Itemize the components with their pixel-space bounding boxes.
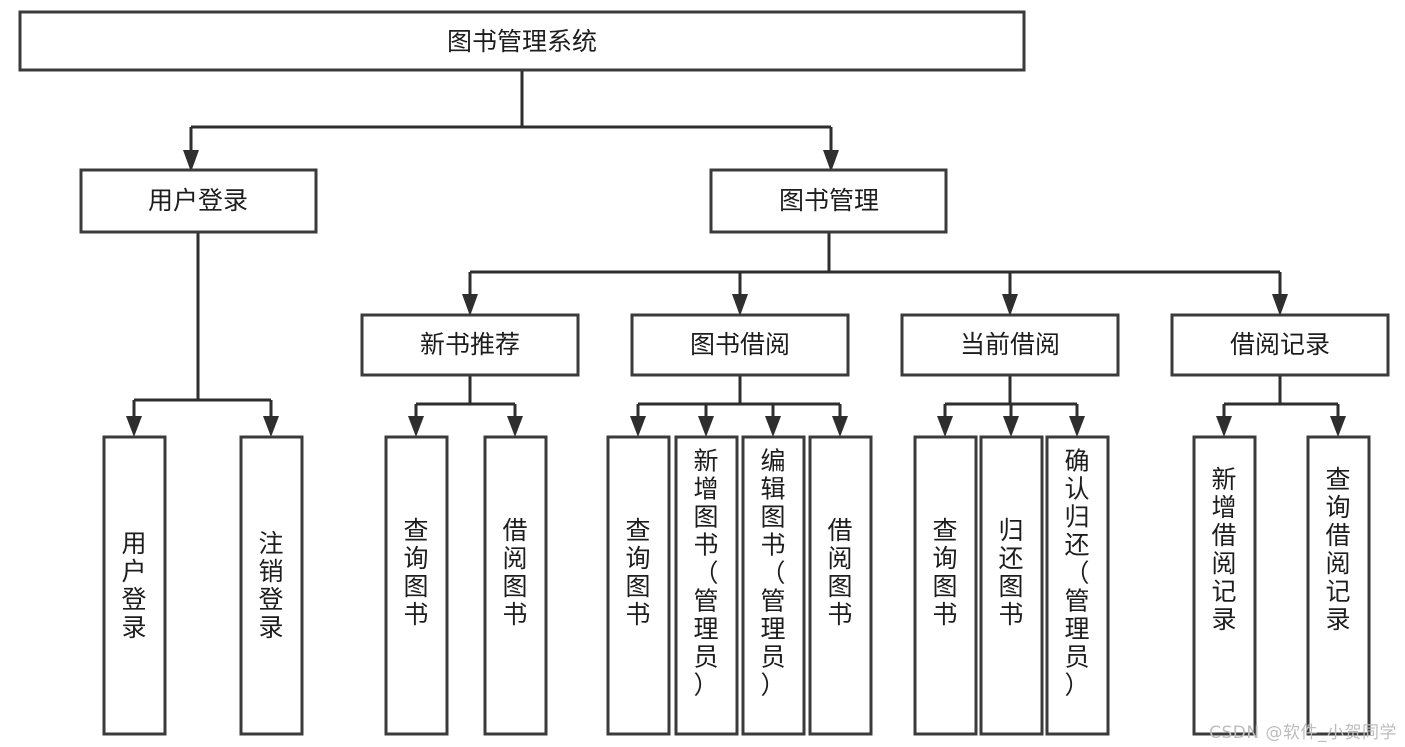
leaf-add-book[interactable]: 新增图书（管理员） <box>676 437 737 734</box>
node-book-management[interactable]: 图书管理 <box>711 170 946 232</box>
leaf-query-book-3-label: 查询图书 <box>932 516 957 629</box>
node-user-login[interactable]: 用户登录 <box>81 170 316 232</box>
leaf-user-logout[interactable]: 注销登录 <box>241 437 302 734</box>
node-user-login-label: 用户登录 <box>148 186 248 215</box>
leaf-borrow-book-2[interactable]: 借阅图书 <box>810 437 871 734</box>
leaf-query-record-label: 查询借阅记录 <box>1325 465 1350 634</box>
leaf-return-book-label: 归还图书 <box>998 516 1023 629</box>
leaf-query-record[interactable]: 查询借阅记录 <box>1308 437 1369 734</box>
node-new-book-recommend-label: 新书推荐 <box>420 330 520 359</box>
leaf-borrow-book-1-label: 借阅图书 <box>502 516 527 629</box>
node-book-management-label: 图书管理 <box>779 186 879 215</box>
node-root-label: 图书管理系统 <box>447 27 597 56</box>
leaf-user-login-label: 用户登录 <box>121 529 146 642</box>
node-current-borrow-label: 当前借阅 <box>960 330 1060 359</box>
leaf-edit-book-label: 编辑图书（管理员） <box>760 446 785 699</box>
leaf-query-book-2-label: 查询图书 <box>625 516 650 629</box>
leaf-query-book-1-label: 查询图书 <box>403 516 428 629</box>
connector-current-borrow-to-leaves <box>937 375 1085 437</box>
node-new-book-recommend[interactable]: 新书推荐 <box>362 315 578 375</box>
leaf-add-record-label: 新增借阅记录 <box>1211 465 1236 634</box>
leaf-confirm-return-label: 确认归还（管理员） <box>1064 446 1089 699</box>
node-borrow-record-label: 借阅记录 <box>1230 330 1330 359</box>
leaf-borrow-book-2-label: 借阅图书 <box>827 516 852 629</box>
connector-user-login-to-leaves <box>126 232 279 437</box>
node-current-borrow[interactable]: 当前借阅 <box>902 315 1118 375</box>
leaf-user-login[interactable]: 用户登录 <box>104 437 165 734</box>
leaf-borrow-book-1[interactable]: 借阅图书 <box>485 437 546 734</box>
node-book-borrow[interactable]: 图书借阅 <box>632 315 848 375</box>
leaf-add-record[interactable]: 新增借阅记录 <box>1194 437 1255 734</box>
connector-book-management-to-level3 <box>462 232 1288 316</box>
leaf-add-book-label: 新增图书（管理员） <box>693 446 718 699</box>
node-root[interactable]: 图书管理系统 <box>20 12 1024 70</box>
node-book-borrow-label: 图书借阅 <box>690 330 790 359</box>
leaf-edit-book[interactable]: 编辑图书（管理员） <box>743 437 804 734</box>
leaf-query-book-2[interactable]: 查询图书 <box>608 437 669 734</box>
leaf-confirm-return[interactable]: 确认归还（管理员） <box>1047 437 1108 734</box>
connector-book-borrow-to-leaves <box>630 375 848 437</box>
connector-root-to-level2 <box>183 70 839 172</box>
connector-borrow-record-to-leaves <box>1216 375 1346 437</box>
leaf-return-book[interactable]: 归还图书 <box>981 437 1042 734</box>
leaf-query-book-3[interactable]: 查询图书 <box>915 437 976 734</box>
leaf-query-book-1[interactable]: 查询图书 <box>386 437 447 734</box>
connector-new-book-recommend-to-leaves <box>408 375 523 437</box>
node-borrow-record[interactable]: 借阅记录 <box>1172 315 1388 375</box>
leaf-user-logout-label: 注销登录 <box>258 529 283 642</box>
